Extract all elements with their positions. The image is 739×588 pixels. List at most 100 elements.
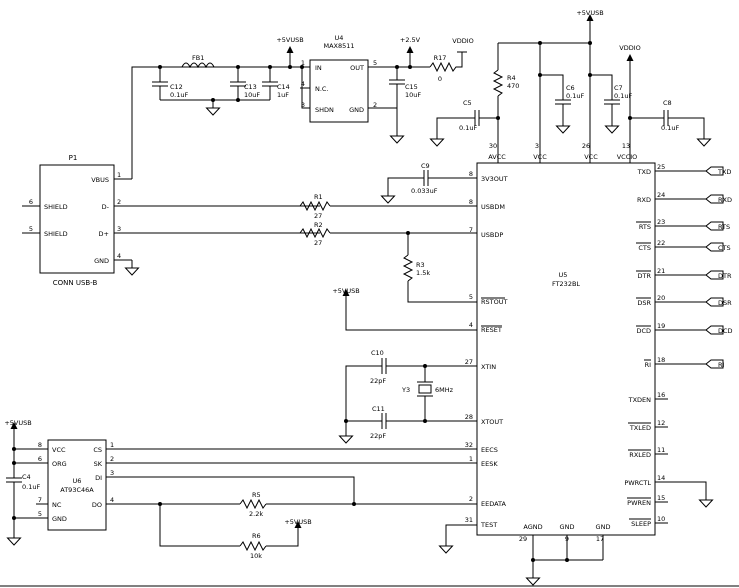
- svg-text:CS: CS: [93, 446, 102, 454]
- capacitor-c9: C9 0.033uF: [381, 162, 477, 204]
- svg-text:11: 11: [657, 446, 665, 454]
- svg-text:2: 2: [373, 101, 377, 109]
- svg-text:16: 16: [657, 391, 665, 399]
- svg-text:18: 18: [657, 356, 665, 364]
- svg-text:+5VUSB: +5VUSB: [576, 9, 603, 17]
- svg-text:C14: C14: [277, 83, 290, 91]
- svg-text:1uF: 1uF: [277, 91, 289, 99]
- svg-text:3: 3: [117, 225, 121, 233]
- usb-uart-u5: U5 FT232BL: [476, 162, 656, 536]
- svg-text:VCCIO: VCCIO: [617, 153, 638, 161]
- svg-text:7: 7: [469, 226, 473, 234]
- port-rxd: RXD: [705, 194, 732, 204]
- svg-text:R4: R4: [507, 74, 516, 82]
- svg-text:27: 27: [314, 212, 322, 220]
- svg-text:19: 19: [657, 322, 665, 330]
- svg-text:SK: SK: [94, 460, 103, 468]
- svg-text:DSR: DSR: [718, 299, 732, 307]
- svg-text:0.033uF: 0.033uF: [411, 187, 438, 195]
- u5-left-pins: 3V3OUT USBDM USBDP RSTOUT RESET XTIN XTO…: [465, 170, 508, 529]
- regulator-u4: U4 MAX8511 IN N.C. SHDN OUT GND 1 4 3 5 …: [301, 34, 377, 123]
- svg-text:25: 25: [657, 163, 665, 171]
- svg-text:GND: GND: [52, 515, 67, 523]
- svg-text:DSR: DSR: [637, 299, 651, 307]
- port-txd: TXD: [705, 166, 731, 176]
- svg-text:C5: C5: [463, 99, 472, 107]
- svg-text:R6: R6: [252, 532, 261, 540]
- svg-text:SHDN: SHDN: [315, 106, 334, 114]
- svg-text:DCD: DCD: [636, 327, 651, 335]
- svg-text:22pF: 22pF: [370, 432, 386, 440]
- svg-text:AGND: AGND: [523, 523, 542, 531]
- svg-text:10uF: 10uF: [244, 91, 260, 99]
- svg-text:+5VUSB: +5VUSB: [4, 419, 31, 427]
- svg-text:12: 12: [657, 419, 665, 427]
- svg-text:U5: U5: [559, 271, 568, 279]
- svg-text:N.C.: N.C.: [315, 85, 329, 93]
- svg-text:VCC: VCC: [52, 446, 66, 454]
- port-dsr: DSR: [705, 297, 732, 307]
- svg-text:1: 1: [469, 455, 473, 463]
- u6-supply: +5VUSB C4 0.1uF: [4, 419, 48, 546]
- resistor-r17: R17 0 VDDIO: [429, 37, 474, 83]
- svg-text:GND: GND: [596, 523, 611, 531]
- svg-text:U4: U4: [335, 34, 344, 42]
- svg-text:22pF: 22pF: [370, 377, 386, 385]
- svg-text:10k: 10k: [250, 552, 262, 560]
- svg-text:4: 4: [117, 252, 121, 260]
- svg-text:VDDIO: VDDIO: [452, 37, 474, 45]
- overbars: [481, 221, 651, 520]
- svg-text:USBDP: USBDP: [481, 231, 503, 239]
- test-net: [439, 524, 477, 554]
- p1-ref: P1: [69, 154, 78, 162]
- svg-text:Y3: Y3: [401, 386, 410, 394]
- svg-text:C12: C12: [170, 83, 183, 91]
- svg-text:C13: C13: [244, 83, 257, 91]
- svg-text:3: 3: [301, 101, 305, 109]
- power-5vusb-u4: +5VUSB: [276, 36, 304, 67]
- svg-text:C7: C7: [614, 84, 623, 92]
- svg-text:TXD: TXD: [637, 168, 651, 176]
- svg-text:DCD: DCD: [718, 327, 733, 335]
- capacitor-c13: C13 10uF: [230, 67, 260, 100]
- svg-text:VCC: VCC: [584, 153, 598, 161]
- svg-text:R17: R17: [434, 54, 447, 62]
- svg-text:13: 13: [622, 142, 630, 150]
- u5-ground-bus: [526, 535, 604, 586]
- svg-text:1: 1: [110, 441, 114, 449]
- svg-text:8: 8: [38, 441, 42, 449]
- port-flags: TXD RXD RTS CTS DTR DSR DCD RI: [705, 166, 733, 369]
- svg-text:2: 2: [117, 198, 121, 206]
- svg-text:RI: RI: [645, 361, 652, 369]
- svg-text:6: 6: [38, 455, 42, 463]
- svg-text:21: 21: [657, 267, 665, 275]
- svg-text:R5: R5: [252, 491, 261, 499]
- svg-text:5: 5: [29, 225, 33, 233]
- svg-text:GND: GND: [560, 523, 575, 531]
- svg-text:0.1uF: 0.1uF: [614, 92, 632, 100]
- svg-text:10uF: 10uF: [405, 91, 421, 99]
- capacitor-c12: C12 0.1uF: [152, 67, 188, 100]
- svg-text:USBDM: USBDM: [481, 203, 505, 211]
- svg-text:3: 3: [110, 469, 114, 477]
- svg-text:D+: D+: [99, 230, 109, 238]
- crystal-network: C10 22pF C11 22pF Y3 6MHz: [339, 349, 477, 444]
- svg-text:DI: DI: [95, 474, 102, 482]
- svg-text:8: 8: [469, 198, 473, 206]
- svg-text:AT93C46A: AT93C46A: [60, 486, 94, 494]
- svg-text:0: 0: [438, 75, 442, 83]
- resistor-r1: R1 27: [299, 193, 477, 220]
- svg-text:R1: R1: [314, 193, 323, 201]
- svg-text:RESET: RESET: [481, 326, 502, 334]
- svg-text:0.1uF: 0.1uF: [459, 124, 477, 132]
- svg-text:RTS: RTS: [718, 223, 730, 231]
- svg-text:U6: U6: [73, 477, 82, 485]
- svg-text:EECS: EECS: [481, 446, 498, 454]
- svg-text:EEDATA: EEDATA: [481, 500, 507, 508]
- svg-text:5: 5: [38, 510, 42, 518]
- svg-text:4: 4: [469, 321, 473, 329]
- svg-text:+5VUSB: +5VUSB: [332, 287, 359, 295]
- svg-text:C9: C9: [421, 162, 430, 170]
- reset-net: +5VUSB: [332, 287, 477, 331]
